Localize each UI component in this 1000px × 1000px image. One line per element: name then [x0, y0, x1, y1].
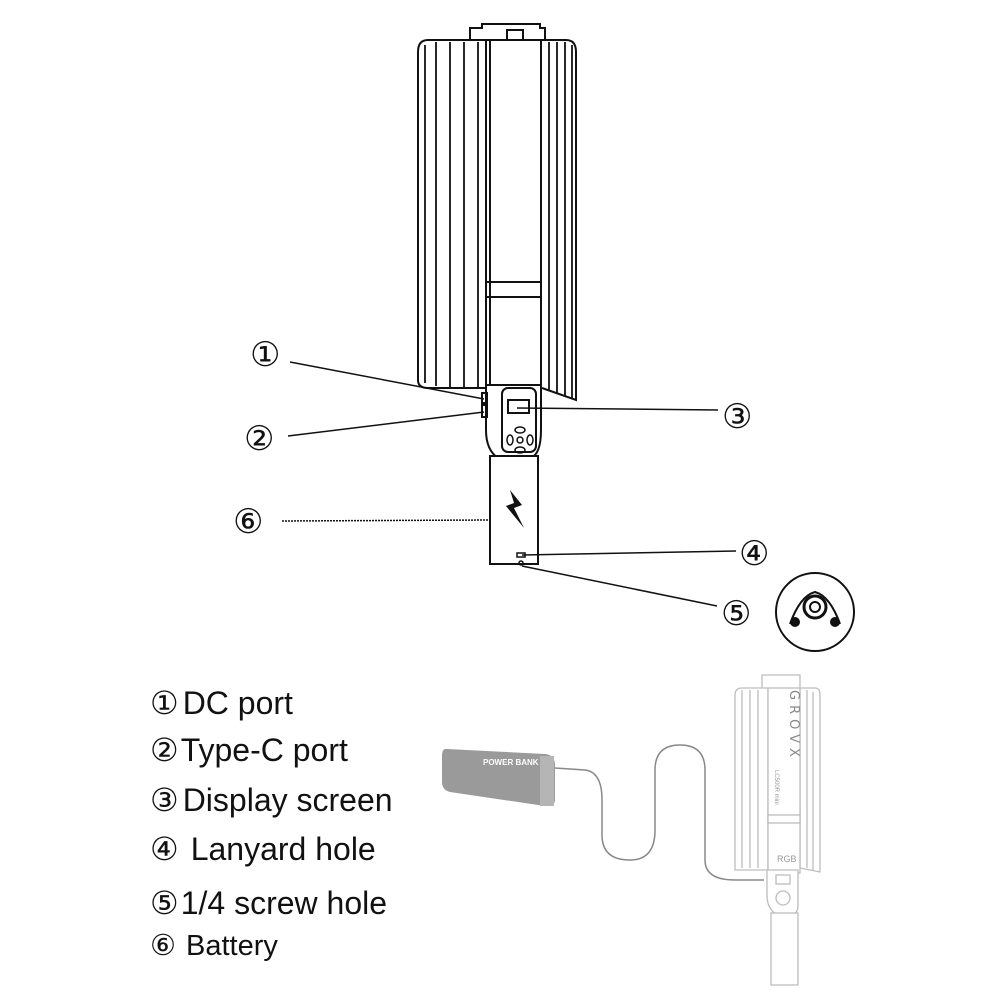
- screw-hole-inset: [775, 572, 855, 652]
- power-bank-label: POWER BANK: [483, 758, 539, 767]
- light-device: [417, 23, 577, 566]
- legend-item-type-c-port: ②Type-C port: [150, 732, 348, 768]
- display-screen: [507, 399, 530, 414]
- model-label: LC500R mini: [773, 770, 779, 805]
- brand-logo: GROVX: [786, 690, 801, 762]
- usb-cable: [554, 744, 764, 881]
- callout-1: ①: [250, 335, 280, 375]
- callout-4: ④: [739, 534, 769, 574]
- legend-item-screw-hole: ⑤1/4 screw hole: [150, 885, 387, 921]
- power-bank: [442, 748, 555, 806]
- ghost-device: [734, 674, 821, 986]
- lightning-icon: [506, 490, 524, 528]
- column-band: [485, 281, 542, 298]
- callout-lines: [281, 361, 737, 607]
- left-wing: [417, 39, 485, 389]
- callout-6: ⑥: [233, 502, 263, 542]
- rgb-badge: RGB: [777, 854, 797, 864]
- right-wing: [541, 39, 577, 402]
- charging-illustration: POWER BANK GROVX LC500R mini RGB: [442, 674, 821, 986]
- center-column: [485, 39, 542, 391]
- type-c-port: [481, 404, 488, 418]
- control-panel: [501, 387, 537, 453]
- callout-2: ②: [244, 419, 274, 459]
- callout-5: ⑤: [721, 594, 751, 634]
- wing-ribs: [424, 42, 573, 398]
- screw-hole: [518, 560, 524, 566]
- callout-3: ③: [722, 397, 752, 437]
- control-housing: [485, 384, 542, 459]
- control-buttons: [506, 426, 534, 454]
